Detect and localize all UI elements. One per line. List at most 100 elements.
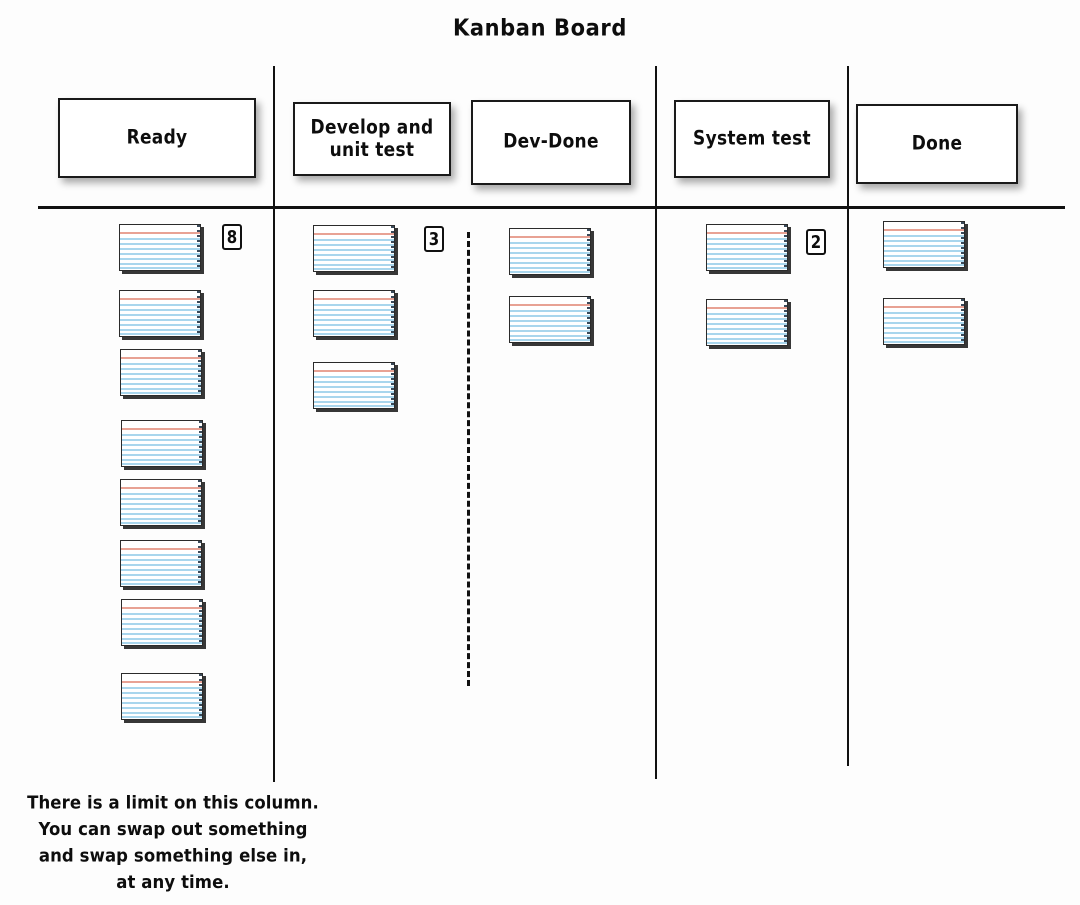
kanban-card[interactable]	[121, 673, 203, 720]
card-rule-blue	[121, 373, 201, 375]
card-rule-blue	[120, 324, 200, 326]
card-rule-blue	[510, 271, 590, 273]
card-rule-blue	[121, 388, 201, 390]
card-rule-lines	[122, 600, 202, 645]
kanban-card[interactable]	[119, 224, 201, 271]
footnote-note: There is a limit on this column. You can…	[27, 792, 319, 893]
card-rule-lines	[122, 674, 202, 719]
card-rule-blue	[314, 304, 394, 306]
card-edge-ticks	[199, 674, 202, 719]
card-rule-blue	[122, 638, 202, 640]
card-rule-blue	[121, 579, 201, 581]
column-header-label: System test	[693, 127, 811, 151]
card-rule-blue	[122, 642, 202, 644]
card-rule-blue	[122, 449, 202, 451]
kanban-card[interactable]	[509, 296, 591, 343]
card-rule-blue	[122, 463, 202, 465]
card-rule-blue	[510, 339, 590, 341]
wip-limit-value: 3	[428, 227, 440, 250]
card-rule-red	[707, 307, 787, 309]
card-edge-ticks	[587, 229, 590, 274]
card-rule-blue	[510, 242, 590, 244]
kanban-card[interactable]	[121, 420, 203, 467]
card-edge-ticks	[391, 291, 394, 336]
column-divider	[655, 66, 657, 779]
card-rule-blue	[122, 692, 202, 694]
wip-limit-badge-ready[interactable]: 8	[222, 224, 242, 250]
kanban-card[interactable]	[883, 221, 965, 268]
column-header-develop-and-unit-test[interactable]: Develop and unit test	[293, 102, 451, 176]
column-header-label: Dev-Done	[503, 131, 599, 154]
card-rule-blue	[707, 258, 787, 260]
card-rule-blue	[510, 320, 590, 322]
card-rule-blue	[314, 396, 394, 398]
card-rule-blue	[121, 559, 201, 561]
card-rule-blue	[314, 239, 394, 241]
column-divider	[273, 66, 275, 782]
card-rule-red	[122, 607, 202, 609]
card-rule-blue	[122, 628, 202, 630]
card-rule-lines	[884, 222, 964, 267]
card-rule-blue	[120, 248, 200, 250]
card-rule-blue	[314, 254, 394, 256]
kanban-card[interactable]	[706, 299, 788, 346]
card-rule-blue	[121, 383, 201, 385]
card-rule-blue	[707, 248, 787, 250]
card-rule-blue	[121, 522, 201, 524]
column-header-ready[interactable]: Ready	[58, 98, 256, 178]
card-rule-blue	[122, 687, 202, 689]
card-rule-lines	[314, 226, 394, 271]
card-rule-blue	[707, 323, 787, 325]
column-header-dev-done[interactable]: Dev-Done	[471, 100, 631, 185]
wip-limit-badge-develop-and-unit-test[interactable]: 3	[424, 226, 444, 252]
card-rule-red	[314, 233, 394, 235]
card-rule-blue	[314, 329, 394, 331]
card-edge-ticks	[587, 297, 590, 342]
card-rule-blue	[884, 245, 964, 247]
card-rule-blue	[121, 503, 201, 505]
wip-limit-badge-system-test[interactable]: 2	[806, 229, 826, 255]
card-rule-blue	[314, 391, 394, 393]
card-edge-ticks	[961, 299, 964, 344]
card-edge-ticks	[391, 363, 394, 408]
card-rule-blue	[121, 493, 201, 495]
card-rule-blue	[314, 244, 394, 246]
kanban-card[interactable]	[120, 540, 202, 587]
card-rule-blue	[314, 333, 394, 335]
card-edge-ticks	[199, 421, 202, 466]
card-rule-lines	[120, 225, 200, 270]
card-rule-blue	[510, 267, 590, 269]
card-rule-blue	[314, 309, 394, 311]
kanban-card[interactable]	[120, 349, 202, 396]
kanban-card[interactable]	[509, 228, 591, 275]
column-header-done[interactable]: Done	[856, 104, 1018, 184]
column-header-label: Done	[911, 132, 963, 156]
card-rule-blue	[707, 263, 787, 265]
card-edge-ticks	[784, 225, 787, 270]
column-header-system-test[interactable]: System test	[674, 100, 830, 178]
card-rule-blue	[120, 304, 200, 306]
kanban-card[interactable]	[313, 362, 395, 409]
kanban-card[interactable]	[313, 290, 395, 337]
card-rule-red	[314, 298, 394, 300]
kanban-card[interactable]	[313, 225, 395, 272]
kanban-card[interactable]	[119, 290, 201, 337]
card-rule-blue	[314, 386, 394, 388]
kanban-card[interactable]	[120, 479, 202, 526]
card-rule-blue	[707, 318, 787, 320]
card-rule-red	[120, 232, 200, 234]
card-rule-blue	[314, 376, 394, 378]
card-rule-lines	[707, 225, 787, 270]
card-rule-blue	[884, 260, 964, 262]
card-rule-blue	[120, 253, 200, 255]
card-rule-lines	[510, 297, 590, 342]
kanban-card[interactable]	[883, 298, 965, 345]
card-rule-blue	[122, 459, 202, 461]
kanban-card[interactable]	[706, 224, 788, 271]
card-rule-blue	[122, 623, 202, 625]
card-rule-blue	[510, 335, 590, 337]
card-rule-blue	[314, 268, 394, 270]
kanban-card[interactable]	[121, 599, 203, 646]
card-rule-blue	[884, 322, 964, 324]
card-rule-blue	[122, 434, 202, 436]
